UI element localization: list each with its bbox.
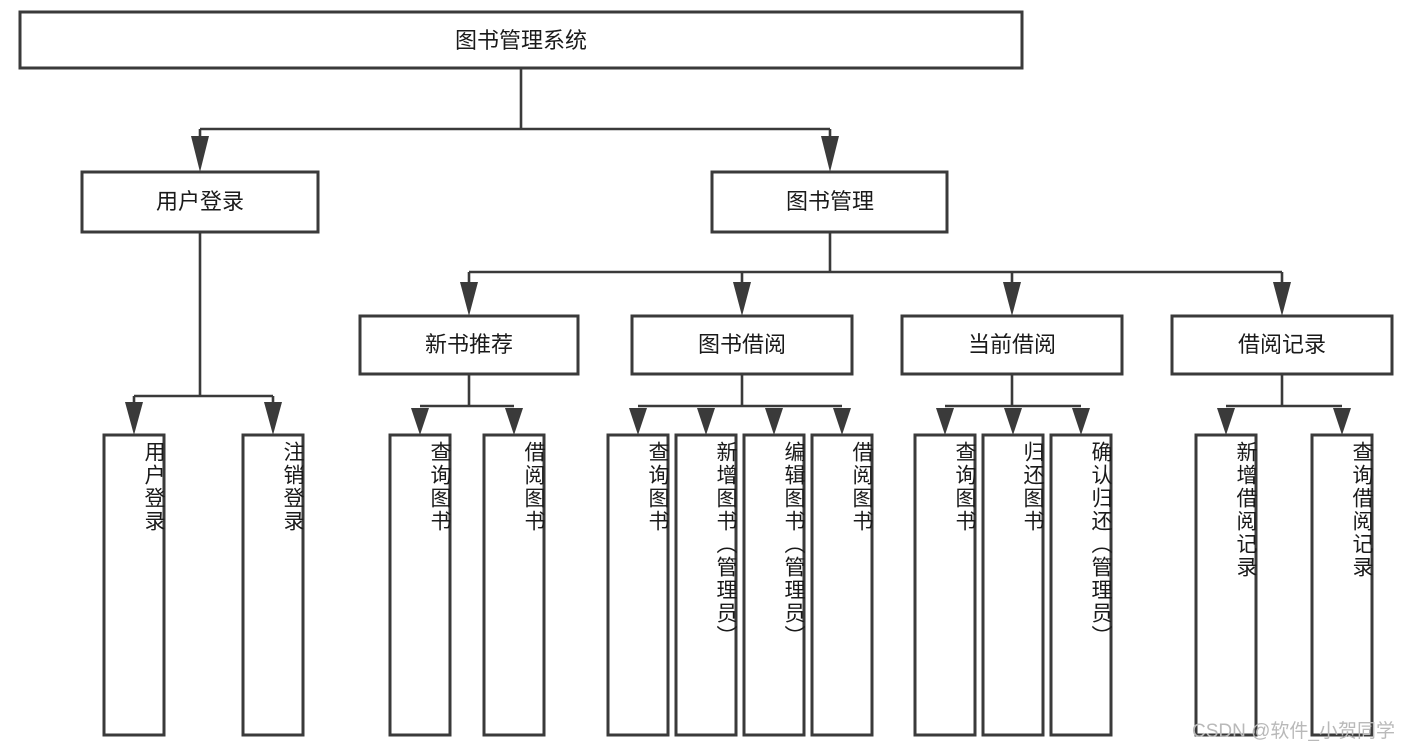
leaf-borrow-book-1-box[interactable] [482, 433, 546, 737]
arrow-head-leaf-logout-login [264, 402, 282, 435]
leaf-query-book-1-label: 查询图书 [428, 441, 451, 533]
csdn-watermark: CSDN @软件_小贺同学 [1192, 721, 1395, 742]
arrow-head-leaf-confirm-return [1072, 408, 1090, 435]
node-root[interactable]: 图书管理系统 [18, 10, 1024, 70]
leaf-logout-login-box[interactable] [241, 433, 305, 737]
arrow-head-leaf-query-record [1333, 408, 1351, 435]
arrow-head-leaf-query-book-1 [411, 408, 429, 435]
arrow-head-leaf-borrow-book-1 [505, 408, 523, 435]
leaf-borrow-book-2-box[interactable] [810, 433, 874, 737]
connector-new-book-recommend-to-leaves [411, 374, 523, 435]
node-current-borrow[interactable]: 当前借阅 [900, 314, 1124, 376]
node-book-borrow[interactable]: 图书借阅 [630, 314, 854, 376]
arrow-head-current-borrow [1003, 282, 1021, 316]
node-book-manage-label: 图书管理 [786, 189, 874, 214]
node-book-borrow-label: 图书借阅 [698, 332, 786, 357]
node-user-login-label: 用户登录 [156, 189, 244, 214]
leaf-node-borrow-book-1[interactable]: 借阅图书 [482, 433, 546, 737]
node-new-book-recommend-box[interactable] [358, 314, 580, 376]
leaf-query-book-3-box[interactable] [913, 433, 977, 737]
leaf-add-record-label: 新增借阅记录 [1234, 441, 1257, 579]
arrow-head-leaf-query-book-3 [936, 408, 954, 435]
leaf-node-edit-book[interactable]: 编辑图书（管理员） [742, 433, 806, 737]
node-borrow-record[interactable]: 借阅记录 [1170, 314, 1394, 376]
leaf-node-add-record[interactable]: 新增借阅记录 [1194, 433, 1258, 737]
connector-user-login-to-leaves [125, 232, 282, 435]
leaf-query-book-3-label: 查询图书 [953, 441, 976, 533]
arrow-head-leaf-query-book-2 [629, 408, 647, 435]
node-book-borrow-box[interactable] [630, 314, 854, 376]
connector-current-borrow-to-leaves [936, 374, 1090, 435]
leaf-node-query-book-1[interactable]: 查询图书 [388, 433, 452, 737]
node-borrow-record-box[interactable] [1170, 314, 1394, 376]
leaf-edit-book-box[interactable] [742, 433, 806, 737]
connector-book-borrow-to-leaves [629, 374, 851, 435]
leaf-node-query-book-3[interactable]: 查询图书 [913, 433, 977, 737]
arrow-head-book-manage [821, 136, 839, 172]
leaf-add-book-box[interactable] [674, 433, 738, 737]
leaf-query-book-1-box[interactable] [388, 433, 452, 737]
arrow-head-user-login [191, 136, 209, 172]
node-borrow-record-label: 借阅记录 [1238, 332, 1326, 357]
leaf-node-return-book[interactable]: 归还图书 [981, 433, 1045, 737]
arrow-head-leaf-borrow-book-2 [833, 408, 851, 435]
node-book-manage-box[interactable] [710, 170, 949, 234]
node-new-book-recommend-label: 新书推荐 [425, 332, 513, 357]
node-book-manage[interactable]: 图书管理 [710, 170, 949, 234]
leaf-query-record-box[interactable] [1310, 433, 1374, 737]
leaf-confirm-return-label: 确认归还（管理员） [1089, 441, 1112, 648]
leaf-query-book-2-box[interactable] [606, 433, 670, 737]
leaf-node-logout-login[interactable]: 注销登录 [241, 433, 305, 737]
connector-borrow-record-to-leaves [1217, 374, 1351, 435]
node-root-box[interactable] [18, 10, 1024, 70]
node-user-login[interactable]: 用户登录 [80, 170, 320, 234]
leaf-query-book-2-label: 查询图书 [646, 441, 669, 533]
connector-book-manage-to-level2 [460, 232, 1291, 316]
node-user-login-box[interactable] [80, 170, 320, 234]
arrow-head-new-book-recommend [460, 282, 478, 316]
node-root-label: 图书管理系统 [455, 28, 587, 53]
leaf-node-borrow-book-2[interactable]: 借阅图书 [810, 433, 874, 737]
arrow-head-leaf-add-record [1217, 408, 1235, 435]
arrow-head-leaf-edit-book [765, 408, 783, 435]
arrow-head-leaf-return-book [1004, 408, 1022, 435]
leaf-user-login-label: 用户登录 [142, 441, 165, 533]
leaf-node-user-login[interactable]: 用户登录 [102, 433, 166, 737]
node-current-borrow-label: 当前借阅 [968, 332, 1056, 357]
arrow-head-leaf-user-login [125, 402, 143, 435]
node-new-book-recommend[interactable]: 新书推荐 [358, 314, 580, 376]
arrow-head-book-borrow [733, 282, 751, 316]
leaf-edit-book-label: 编辑图书（管理员） [782, 441, 805, 648]
leaf-node-confirm-return[interactable]: 确认归还（管理员） [1049, 433, 1113, 737]
arrow-head-borrow-record [1273, 282, 1291, 316]
leaf-borrow-book-1-label: 借阅图书 [522, 441, 545, 533]
leaf-add-record-box[interactable] [1194, 433, 1258, 737]
leaf-logout-login-label: 注销登录 [281, 441, 304, 533]
leaf-user-login-box[interactable] [102, 433, 166, 737]
leaf-return-book-label: 归还图书 [1021, 441, 1044, 533]
leaf-node-add-book[interactable]: 新增图书（管理员） [674, 433, 738, 737]
leaf-node-query-book-2[interactable]: 查询图书 [606, 433, 670, 737]
leaf-confirm-return-box[interactable] [1049, 433, 1113, 737]
leaf-borrow-book-2-label: 借阅图书 [850, 441, 873, 533]
leaf-node-query-record[interactable]: 查询借阅记录 [1310, 433, 1374, 737]
arrow-head-leaf-add-book [697, 408, 715, 435]
leaf-return-book-box[interactable] [981, 433, 1045, 737]
node-current-borrow-box[interactable] [900, 314, 1124, 376]
connector-root-to-level1 [191, 68, 839, 172]
leaf-add-book-label: 新增图书（管理员） [714, 441, 737, 648]
leaf-query-record-label: 查询借阅记录 [1350, 441, 1373, 579]
